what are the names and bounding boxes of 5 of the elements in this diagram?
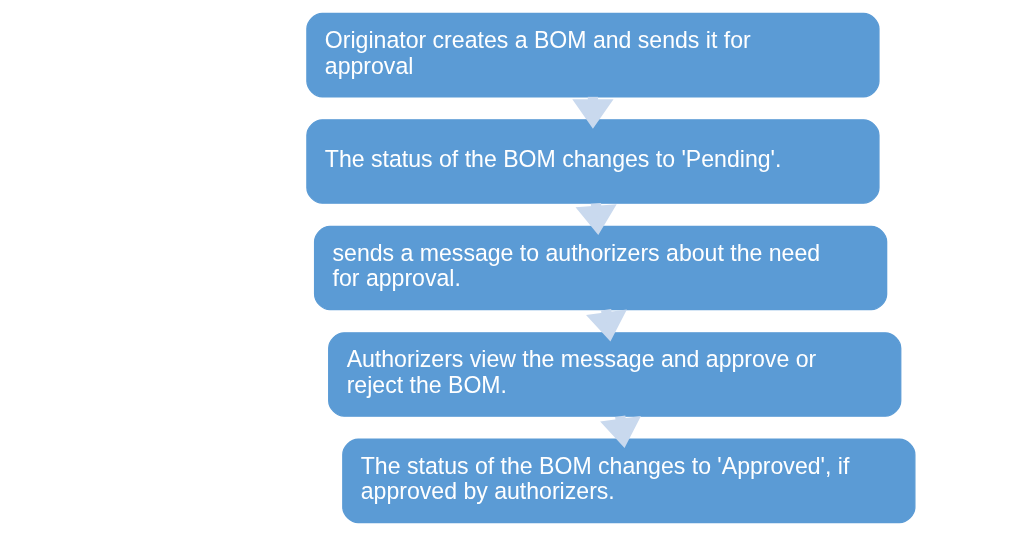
node-box: sends a message to authorizers about the need for approval. bbox=[313, 225, 887, 311]
node-box: The status of the BOM changes to 'Approved', if approved by authorizers. bbox=[341, 438, 915, 524]
node-box: Originator creates a BOM and sends it for approval bbox=[305, 12, 880, 98]
node-box: Authorizers view the message and approve or reject the BOM. bbox=[327, 332, 901, 417]
node-box: The status of the BOM changes to 'Pending'. bbox=[305, 119, 880, 204]
